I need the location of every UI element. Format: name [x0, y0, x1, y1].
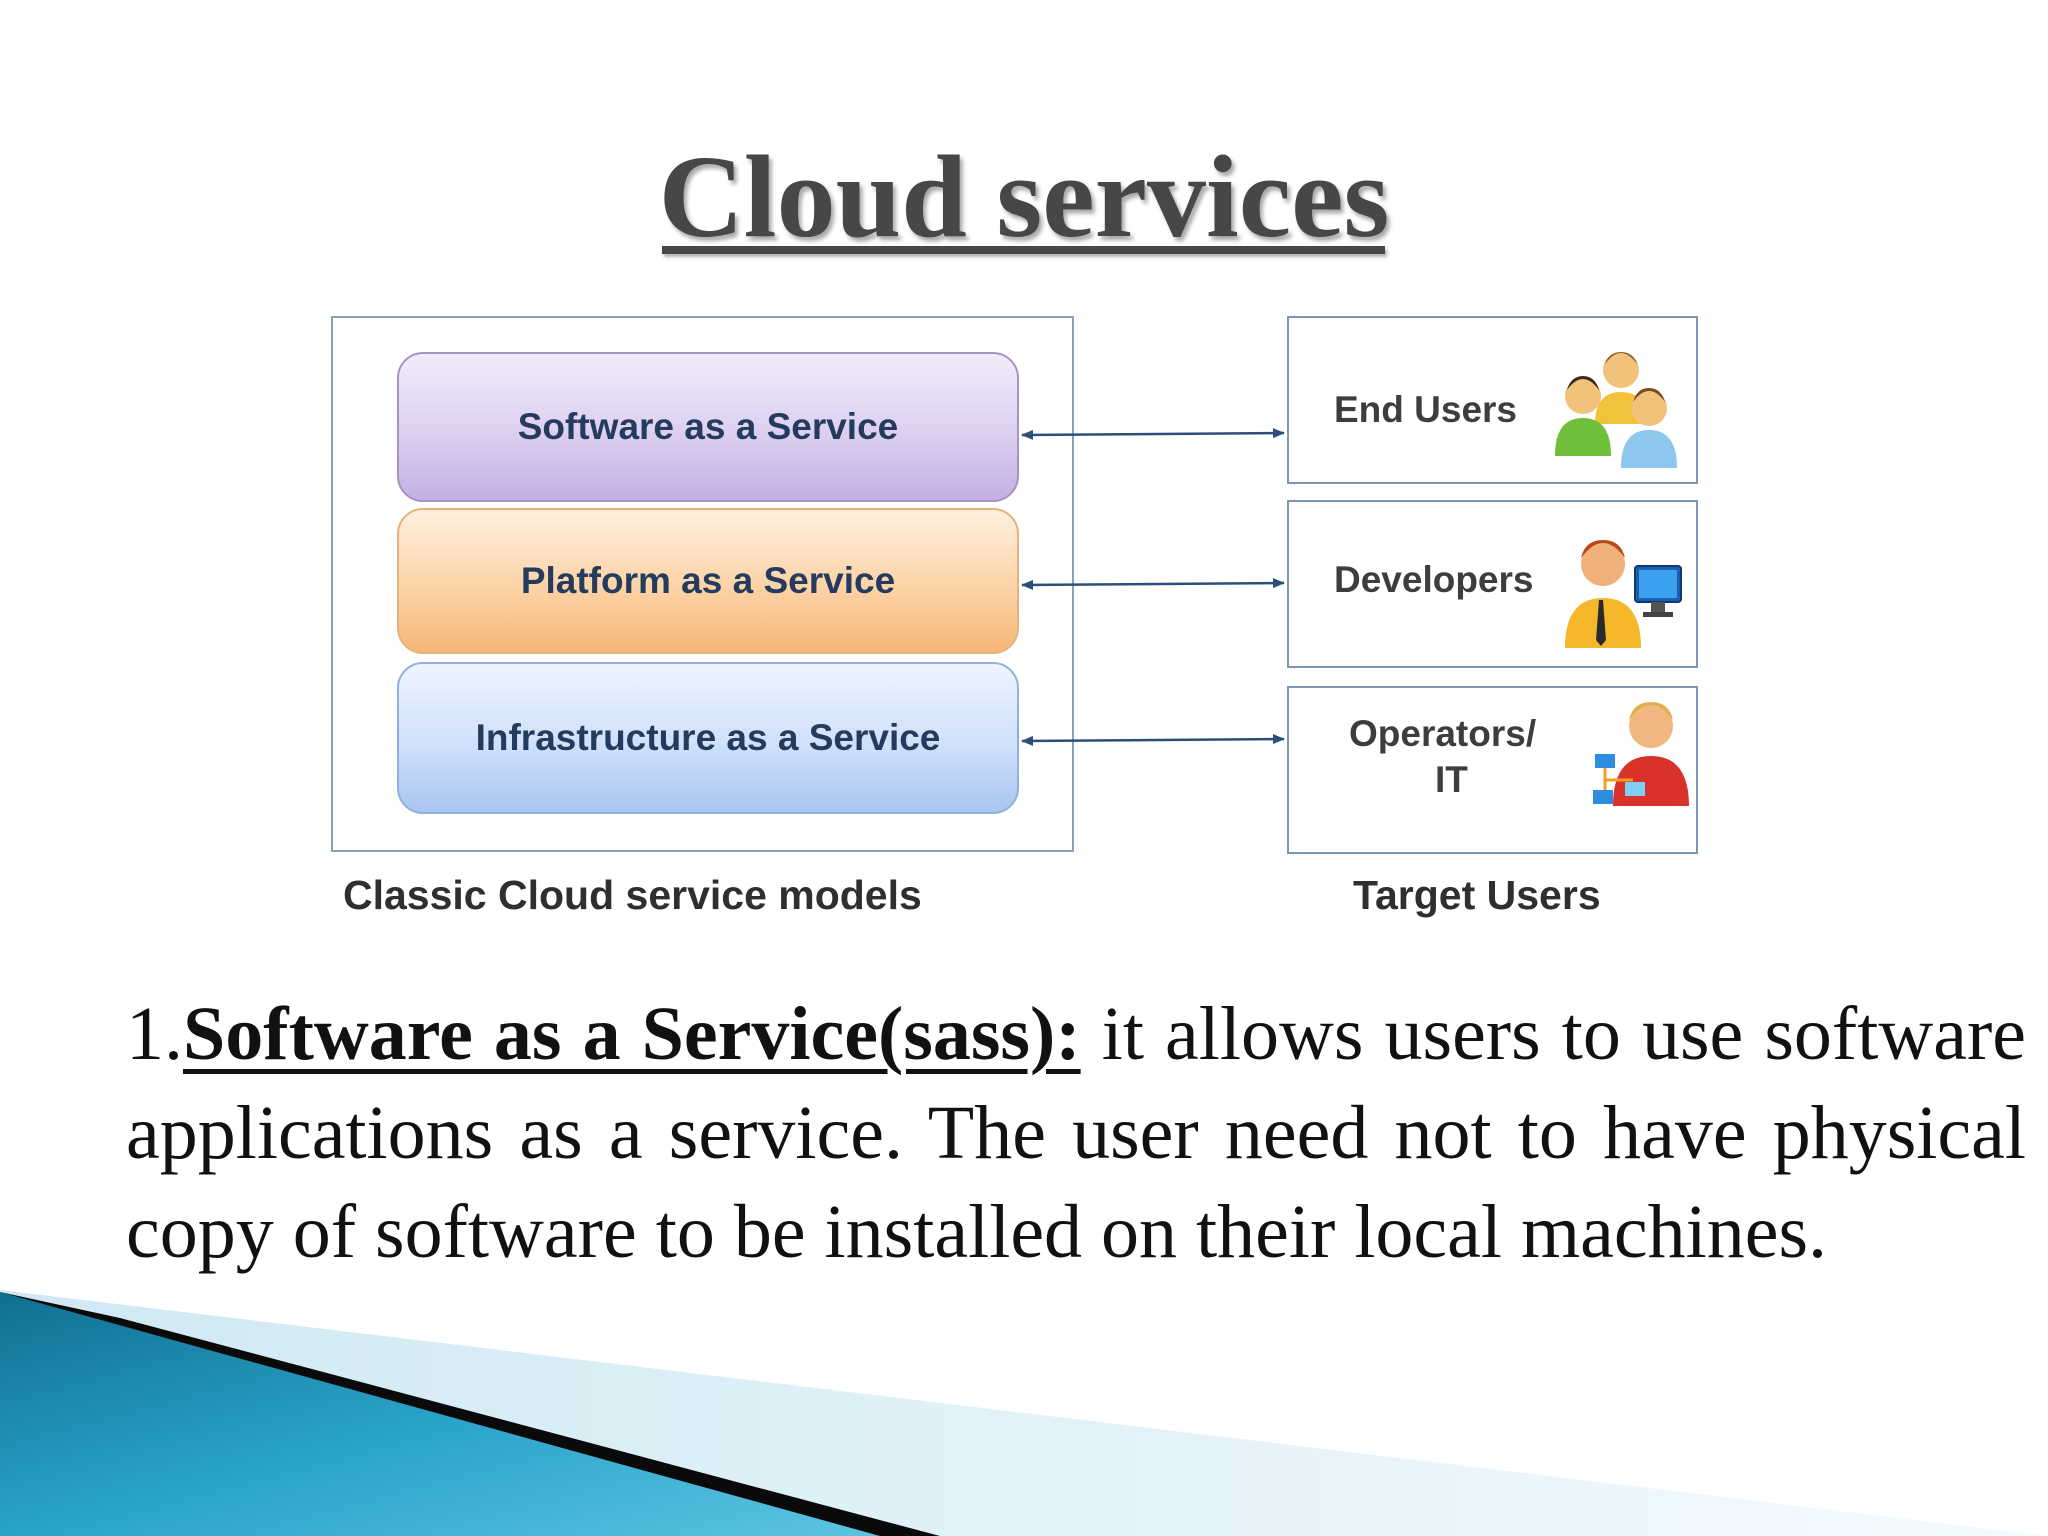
paas-label: Platform as a Service [520, 560, 896, 601]
operators-label: Operators/ [1349, 713, 1537, 754]
saas-label: Software as a Service [517, 406, 899, 447]
operator-icon [1593, 702, 1689, 806]
operators-box: Operators/ IT [1287, 686, 1698, 854]
saas-layer: Software as a Service [397, 352, 1019, 502]
iaas-label: Infrastructure as a Service [475, 717, 941, 758]
list-number: 1. [126, 992, 183, 1076]
arrow-paas-developers [1021, 578, 1285, 590]
developer-icon [1565, 540, 1682, 648]
users-caption: Target Users [1353, 872, 1601, 918]
saas-definition: it allows users to use software applicat… [126, 992, 2026, 1274]
saas-description: 1.Software as a Service(sass): it allows… [126, 985, 2026, 1282]
models-caption: Classic Cloud service models [343, 872, 922, 918]
title-underline [662, 246, 1385, 254]
operators-label-line2: IT [1435, 759, 1468, 800]
end-users-icon [1555, 352, 1677, 468]
saas-term: Software as a Service(sass): [183, 992, 1081, 1076]
developers-label: Developers [1334, 559, 1534, 600]
end-users-box: End Users [1287, 316, 1698, 484]
arrow-iaas-operators [1021, 734, 1285, 746]
arrow-saas-endusers [1021, 428, 1285, 440]
end-users-label: End Users [1334, 389, 1518, 430]
slide-title: Cloud services [658, 131, 1390, 262]
paas-layer: Platform as a Service [397, 508, 1019, 654]
iaas-layer: Infrastructure as a Service [397, 662, 1019, 814]
developers-box: Developers [1287, 500, 1698, 668]
